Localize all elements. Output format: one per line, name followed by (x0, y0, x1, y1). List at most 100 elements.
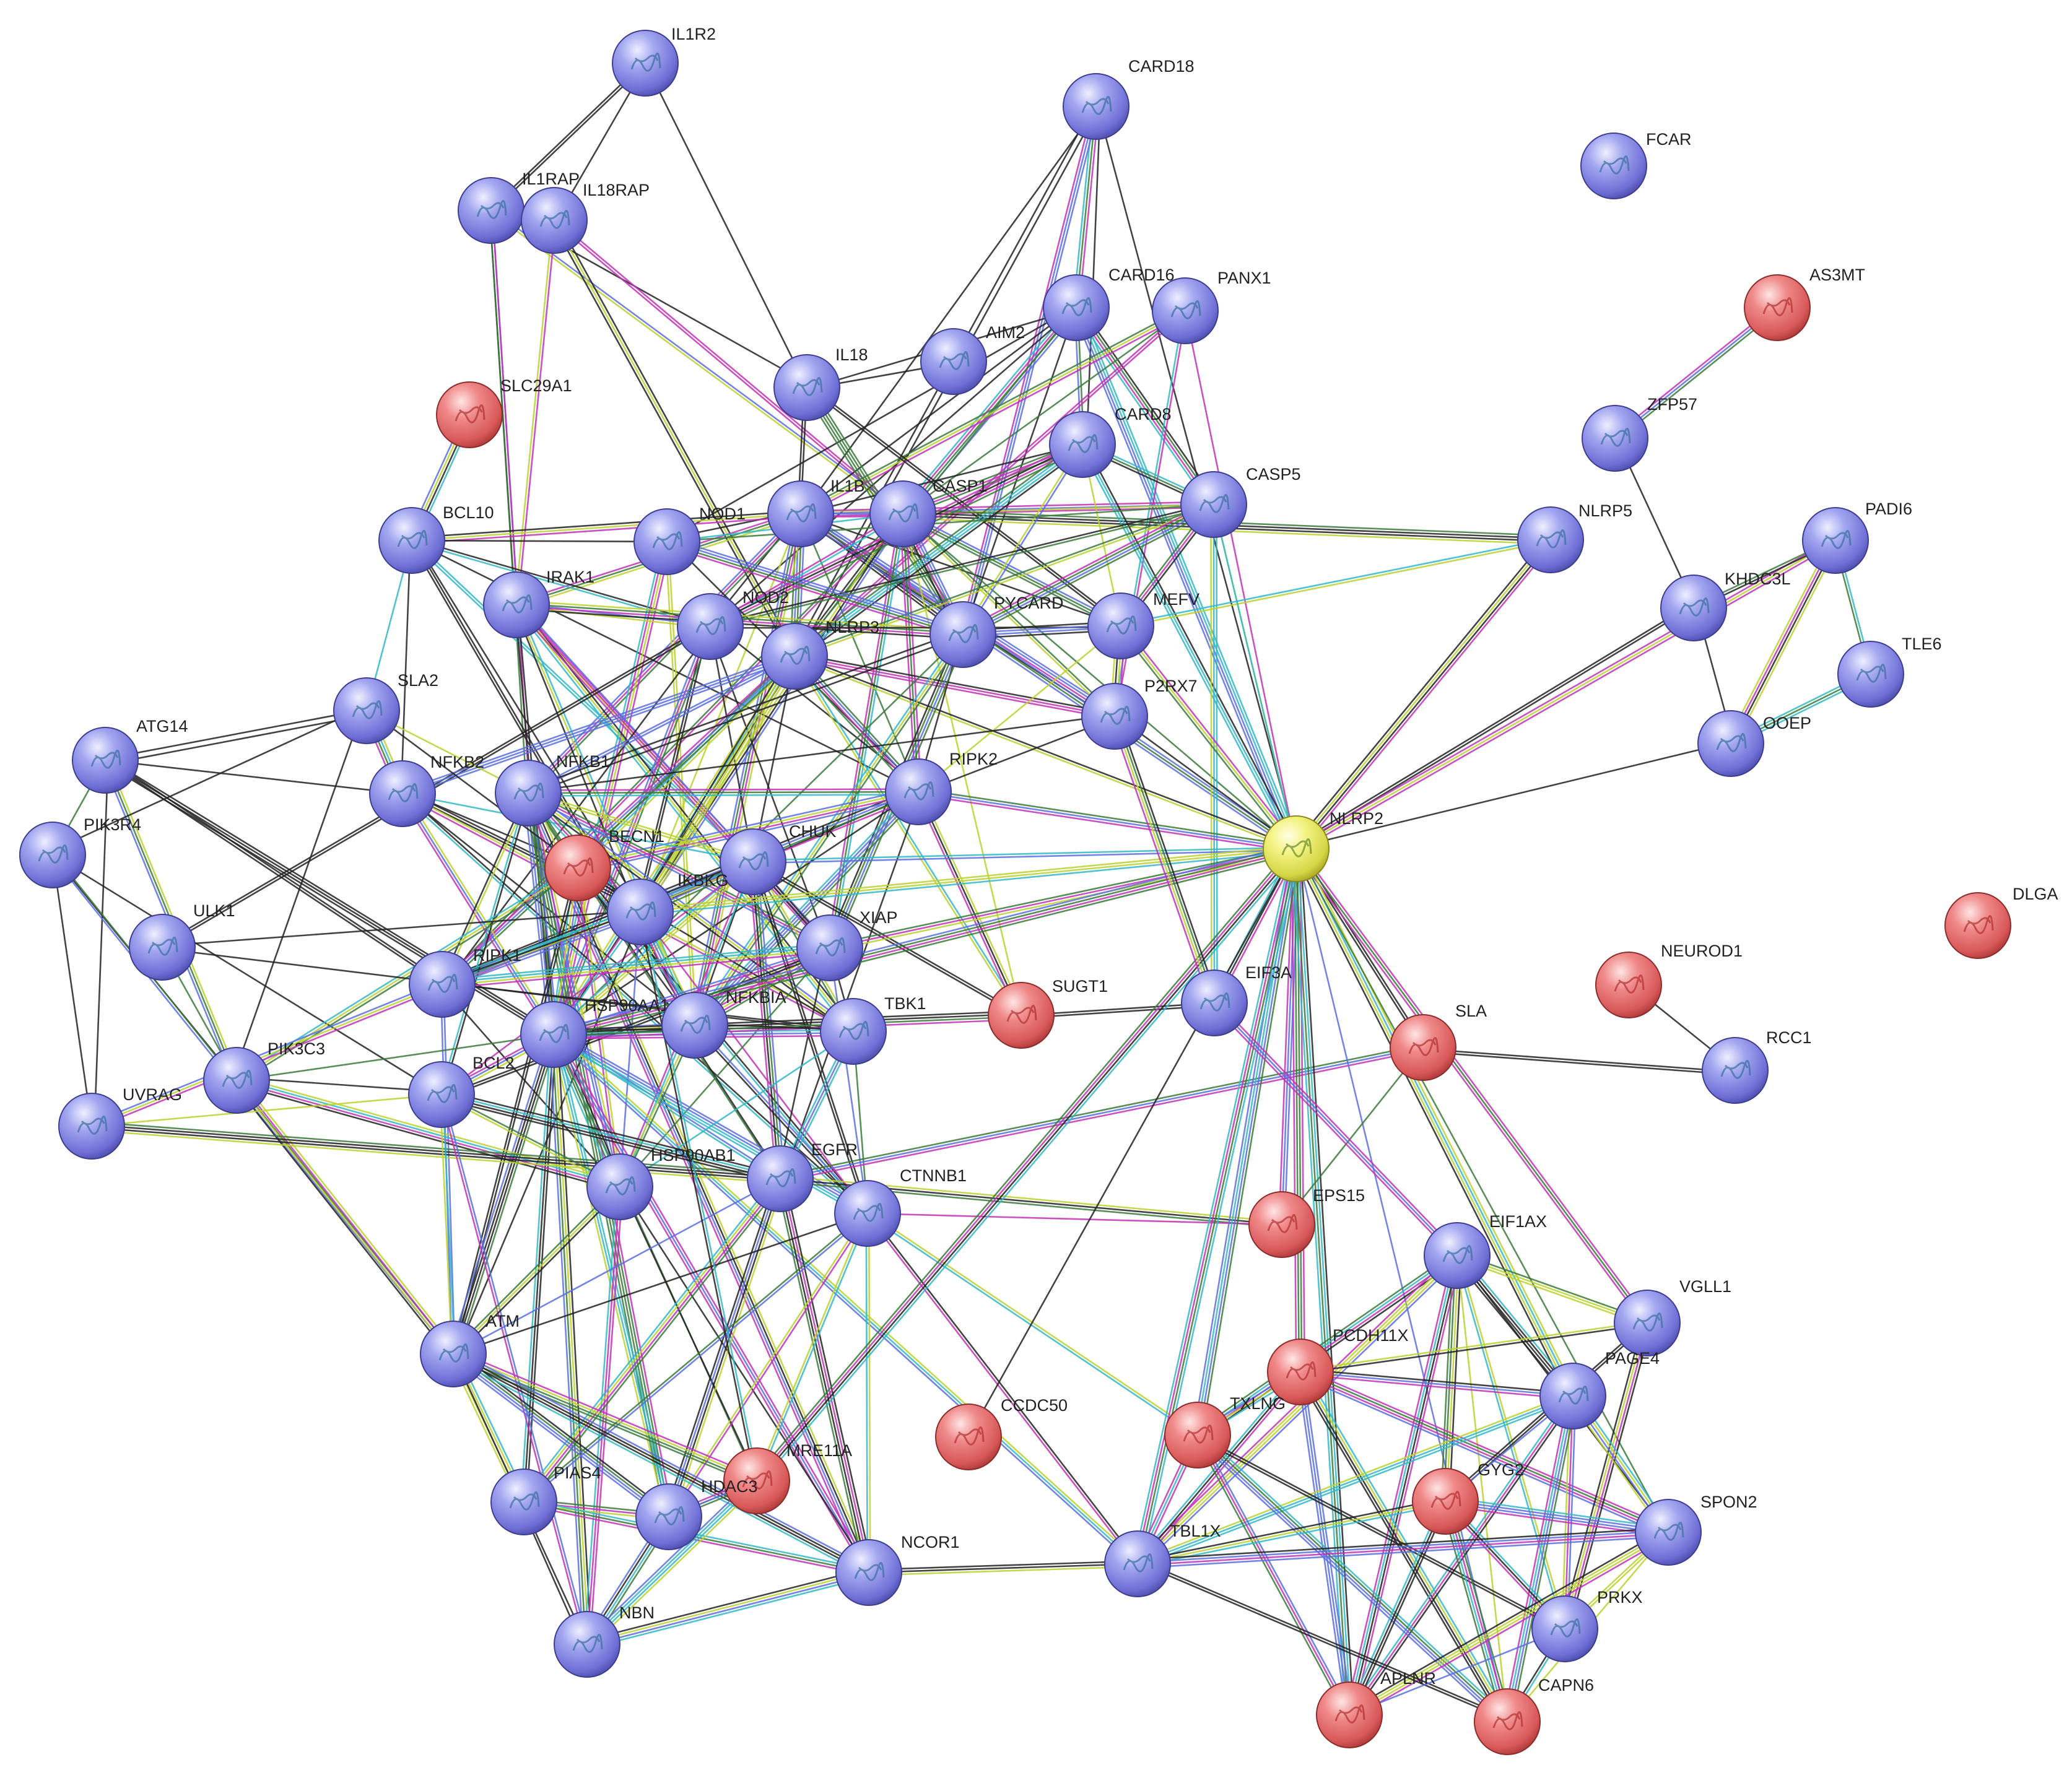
node-nlrp2[interactable]: NLRP2 (1263, 809, 1383, 882)
node-circle[interactable] (19, 822, 86, 888)
node-circle[interactable] (720, 828, 786, 895)
node-hdac3[interactable]: HDAC3 (635, 1477, 758, 1550)
node-nod2[interactable]: NOD2 (677, 588, 789, 660)
node-circle[interactable] (747, 1145, 814, 1212)
node-circle[interactable] (490, 1468, 557, 1535)
node-circle[interactable] (1580, 132, 1647, 199)
node-circle[interactable] (796, 914, 863, 981)
node-circle[interactable] (633, 508, 700, 575)
node-vgll1[interactable]: VGLL1 (1614, 1277, 1731, 1356)
node-circle[interactable] (1697, 710, 1764, 777)
node-circle[interactable] (1316, 1681, 1383, 1748)
node-circle[interactable] (1063, 73, 1130, 140)
node-circle[interactable] (1660, 575, 1727, 641)
node-circle[interactable] (834, 1180, 901, 1247)
node-circle[interactable] (1267, 1338, 1334, 1405)
node-nlrp3[interactable]: NLRP3 (761, 618, 879, 690)
node-circle[interactable] (1248, 1191, 1315, 1258)
node-circle[interactable] (1702, 1037, 1769, 1104)
node-khdc3l[interactable]: KHDC3L (1660, 570, 1791, 641)
node-pias4[interactable]: PIAS4 (490, 1464, 601, 1535)
node-ooep[interactable]: OOEP (1697, 710, 1811, 777)
node-circle[interactable] (409, 951, 476, 1018)
node-ikbkg[interactable]: IKBKG (607, 871, 729, 945)
node-il1r2[interactable]: IL1R2 (612, 25, 716, 97)
node-irak1[interactable]: IRAK1 (483, 568, 594, 638)
node-circle[interactable] (1180, 471, 1247, 538)
node-circle[interactable] (203, 1047, 270, 1114)
node-prkx[interactable]: PRKX (1531, 1588, 1643, 1662)
node-circle[interactable] (408, 1061, 475, 1128)
node-tbl1x[interactable]: TBL1X (1104, 1522, 1221, 1597)
node-circle[interactable] (761, 623, 828, 690)
node-circle[interactable] (129, 914, 196, 981)
node-circle[interactable] (1424, 1222, 1491, 1289)
node-il1b[interactable]: IL1B (767, 477, 865, 547)
node-circle[interactable] (436, 381, 503, 448)
node-circle[interactable] (483, 571, 550, 638)
node-circle[interactable] (495, 760, 562, 826)
node-circle[interactable] (1517, 506, 1584, 573)
node-circle[interactable] (1944, 892, 2011, 959)
node-eps15[interactable]: EPS15 (1248, 1186, 1365, 1258)
node-mefv[interactable]: MEFV (1087, 590, 1199, 659)
node-circle[interactable] (1837, 641, 1904, 708)
node-circle[interactable] (1390, 1014, 1456, 1081)
node-capn6[interactable]: CAPN6 (1474, 1676, 1594, 1755)
node-as3mt[interactable]: AS3MT (1744, 266, 1865, 341)
node-circle[interactable] (935, 1403, 1002, 1470)
node-circle[interactable] (1164, 1402, 1231, 1468)
node-circle[interactable] (1635, 1499, 1702, 1566)
node-card16[interactable]: CARD16 (1043, 266, 1175, 341)
node-dlga[interactable]: DLGA (1944, 885, 2058, 959)
node-pcdh11x[interactable]: PCDH11X (1267, 1326, 1409, 1405)
node-circle[interactable] (767, 480, 834, 547)
node-circle[interactable] (544, 835, 611, 901)
node-circle[interactable] (1412, 1468, 1479, 1535)
node-nlrp5[interactable]: NLRP5 (1517, 501, 1632, 573)
node-aplnr[interactable]: APLNR (1316, 1669, 1436, 1748)
node-eif1ax[interactable]: EIF1AX (1424, 1212, 1547, 1289)
node-sla2[interactable]: SLA2 (333, 671, 438, 744)
node-il18rap[interactable]: IL18RAP (521, 181, 650, 254)
node-atm[interactable]: ATM (420, 1312, 520, 1387)
node-circle[interactable] (773, 354, 840, 421)
node-nod1[interactable]: NOD1 (633, 505, 746, 575)
node-mre11a[interactable]: MRE11A (723, 1441, 852, 1514)
node-circle[interactable] (612, 30, 679, 97)
node-neurod1[interactable]: NEUROD1 (1595, 942, 1743, 1018)
node-nfkbia[interactable]: NFKBIA (661, 988, 786, 1059)
node-page4[interactable]: PAGE4 (1539, 1349, 1660, 1429)
node-circle[interactable] (929, 601, 996, 668)
node-card18[interactable]: CARD18 (1063, 57, 1195, 140)
node-circle[interactable] (333, 677, 400, 744)
node-circle[interactable] (1595, 952, 1662, 1018)
node-circle[interactable] (520, 1001, 587, 1068)
node-card8[interactable]: CARD8 (1049, 405, 1172, 478)
node-panx1[interactable]: PANX1 (1152, 269, 1271, 344)
node-txlng[interactable]: TXLNG (1164, 1394, 1286, 1468)
node-circle[interactable] (586, 1153, 653, 1220)
node-egfr[interactable]: EGFR (747, 1140, 858, 1212)
node-circle[interactable] (1744, 274, 1811, 341)
node-circle[interactable] (1614, 1290, 1681, 1356)
node-circle[interactable] (869, 480, 936, 547)
node-circle[interactable] (554, 1611, 620, 1678)
node-pik3c3[interactable]: PIK3C3 (203, 1039, 325, 1114)
node-circle[interactable] (1081, 683, 1148, 750)
node-il1rap[interactable]: IL1RAP (458, 170, 580, 244)
node-uvrag[interactable]: UVRAG (58, 1085, 182, 1160)
node-ncor1[interactable]: NCOR1 (835, 1533, 960, 1606)
node-nbn[interactable]: NBN (554, 1603, 655, 1678)
node-atg14[interactable]: ATG14 (72, 717, 188, 794)
node-zfp57[interactable]: ZFP57 (1582, 395, 1697, 472)
node-circle[interactable] (820, 998, 887, 1065)
node-circle[interactable] (723, 1447, 790, 1514)
node-circle[interactable] (885, 758, 952, 825)
node-circle[interactable] (661, 992, 728, 1059)
node-aim2[interactable]: AIM2 (920, 323, 1025, 395)
node-circle[interactable] (1104, 1530, 1171, 1597)
node-circle[interactable] (72, 727, 139, 794)
node-circle[interactable] (607, 878, 674, 945)
node-ccdc50[interactable]: CCDC50 (935, 1396, 1068, 1470)
